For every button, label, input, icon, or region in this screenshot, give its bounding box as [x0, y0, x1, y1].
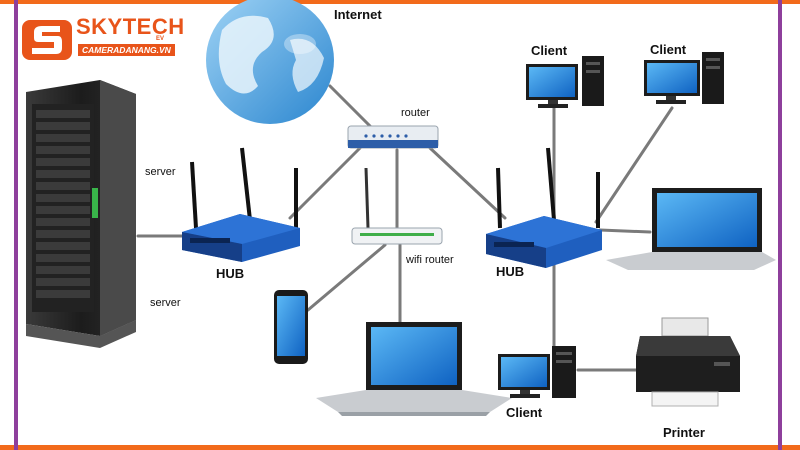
- cable-wifi-phone: [306, 243, 387, 312]
- router-device-icon: [347, 125, 439, 149]
- laptop-bottom-icon: [316, 322, 512, 416]
- frame-top-border: [0, 0, 800, 4]
- label-internet: Internet: [334, 7, 382, 22]
- frame-bottom-border: [0, 445, 800, 450]
- internet-globe-icon: [206, 0, 334, 124]
- label-hub-left: HUB: [216, 266, 245, 281]
- printer-device-icon: [636, 317, 740, 407]
- client-top-right-computer-icon: [644, 52, 724, 104]
- cable-hub-client-top-right: [594, 106, 674, 224]
- label-router: router: [401, 107, 430, 119]
- client-top-left-computer-icon: [526, 56, 604, 108]
- wifi-router-device-icon: [351, 167, 443, 245]
- hub-left-device-icon: [182, 147, 300, 262]
- cable-internet-router: [328, 84, 374, 130]
- label-client-top-right: Client: [650, 42, 687, 57]
- laptop-right-icon: [606, 188, 776, 270]
- label-hub-right: HUB: [496, 264, 525, 279]
- label-printer: Printer: [663, 425, 705, 440]
- smartphone-icon: [274, 290, 308, 364]
- cable-router-hub-right: [428, 146, 507, 220]
- label-client-top-left: Client: [531, 43, 568, 58]
- frame-left-border: [14, 0, 18, 450]
- cable-router-hub-left: [288, 146, 362, 220]
- cable-group: [136, 84, 674, 372]
- server-rack-icon: [26, 80, 136, 348]
- logo-name: SKYTECH: [76, 14, 185, 39]
- cable-hub-laptop-right: [598, 228, 652, 234]
- label-wifi-router: wifi router: [406, 254, 454, 266]
- hub-right-device-icon: [486, 147, 602, 268]
- label-server-top: server: [145, 166, 176, 178]
- label-client-bottom: Client: [506, 405, 543, 420]
- skytech-logo-icon: [22, 20, 72, 60]
- logo-tagline: CAMERADANANG.VN: [78, 44, 175, 56]
- frame-right-border: [778, 0, 782, 450]
- label-server-bottom: server: [150, 297, 181, 309]
- logo-superscript: EV: [156, 36, 165, 42]
- client-bottom-computer-icon: [498, 346, 576, 398]
